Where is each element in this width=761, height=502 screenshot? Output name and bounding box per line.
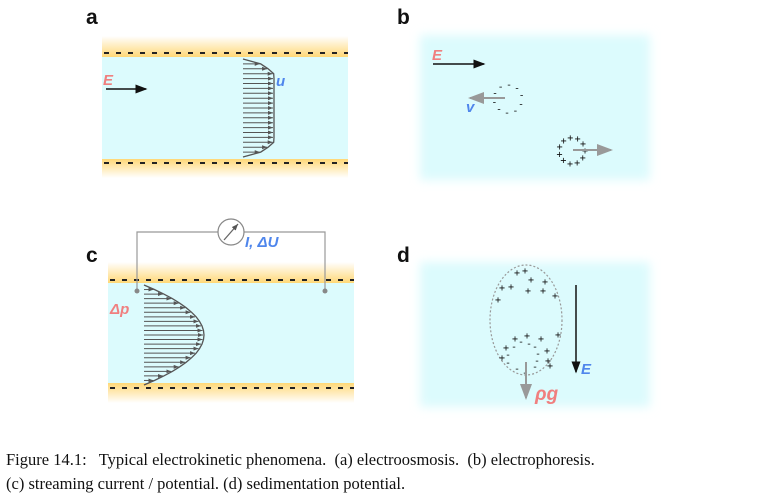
figure-diagram: a E u b E ---------- v +++++++++++ c bbox=[86, 6, 650, 407]
panel-a-label: a bbox=[86, 6, 98, 29]
negative-charge: - bbox=[514, 83, 520, 94]
positive-charge: + bbox=[580, 153, 586, 164]
negative-charge: - bbox=[505, 350, 511, 361]
panel-b-label: b bbox=[397, 6, 410, 29]
fluid-region bbox=[420, 262, 650, 407]
top-wall bbox=[108, 262, 354, 283]
negative-charge: - bbox=[496, 105, 502, 116]
positive-charge: + bbox=[574, 158, 580, 169]
electrode-wire-left bbox=[136, 231, 218, 290]
positive-charge: + bbox=[547, 361, 553, 372]
panel-b: b E ---------- v +++++++++++ bbox=[397, 6, 650, 180]
electrode-left bbox=[134, 288, 140, 294]
channel-fluid bbox=[102, 57, 348, 159]
positive-charge: + bbox=[528, 275, 534, 286]
positive-charge: + bbox=[557, 142, 563, 153]
pressure-label: Δp bbox=[109, 301, 129, 318]
caption-line-1: Figure 14.1: Typical electrokinetic phen… bbox=[6, 450, 595, 469]
fluid-region bbox=[420, 35, 650, 180]
field-label-E: E bbox=[581, 361, 592, 378]
electrode-wire-right bbox=[244, 231, 326, 290]
positive-charge: + bbox=[544, 346, 550, 357]
positive-charge: + bbox=[540, 286, 546, 297]
field-label-E: E bbox=[432, 47, 443, 64]
negative-charge: - bbox=[514, 364, 520, 375]
meter-label: I, ΔU bbox=[245, 234, 280, 251]
positive-charge: + bbox=[567, 159, 573, 170]
bottom-wall bbox=[108, 383, 354, 403]
panel-a: a E u bbox=[86, 6, 348, 178]
positive-charge: + bbox=[508, 282, 514, 293]
negative-charge: - bbox=[491, 97, 497, 108]
negative-charge: - bbox=[526, 339, 532, 350]
positive-charge: + bbox=[545, 356, 551, 367]
negative-charge: - bbox=[498, 82, 504, 93]
field-label-E: E bbox=[103, 72, 114, 89]
poiseuille-flow-profile bbox=[143, 284, 205, 386]
velocity-label-v: v bbox=[466, 99, 476, 116]
positive-charge: + bbox=[512, 334, 518, 345]
bottom-wall bbox=[102, 159, 348, 178]
positive-charge: + bbox=[556, 150, 562, 161]
positive-charge: + bbox=[499, 283, 505, 294]
panel-c: c I, ΔU Δp bbox=[86, 218, 354, 403]
negative-charge: - bbox=[506, 80, 512, 91]
positive-charge: + bbox=[555, 330, 561, 341]
negative-charge: - bbox=[535, 349, 541, 360]
channel-fluid bbox=[108, 283, 354, 383]
negative-charge: - bbox=[511, 342, 517, 353]
positive-charge: + bbox=[514, 268, 520, 279]
electrode-right bbox=[322, 288, 328, 294]
positive-particle: +++++++++++ bbox=[556, 133, 588, 170]
positive-charge: + bbox=[524, 331, 530, 342]
gravity-label: ρg bbox=[534, 384, 559, 405]
velocity-profile-curve bbox=[242, 58, 275, 158]
positive-charge: + bbox=[499, 353, 505, 364]
negative-charge: - bbox=[532, 362, 538, 373]
positive-charge: + bbox=[495, 295, 501, 306]
positive-charge: + bbox=[503, 343, 509, 354]
positive-charge: + bbox=[575, 134, 581, 145]
meter-needle-icon bbox=[223, 223, 239, 241]
figure-caption: Figure 14.1: Typical electrokinetic phen… bbox=[6, 448, 758, 496]
positive-charge: + bbox=[522, 266, 528, 277]
negative-charge: - bbox=[504, 108, 510, 119]
positive-charge: + bbox=[560, 156, 566, 167]
positive-charge: + bbox=[525, 286, 531, 297]
positive-charge: + bbox=[567, 133, 573, 144]
positive-charge: + bbox=[580, 139, 586, 150]
positive-charge: + bbox=[552, 291, 558, 302]
charge-distribution: +++++++++++++++++++----------- bbox=[495, 266, 561, 379]
negative-charge: - bbox=[532, 342, 538, 353]
negative-charge: - bbox=[512, 106, 518, 117]
top-wall bbox=[102, 36, 348, 57]
negative-charge: - bbox=[518, 337, 524, 348]
negative-charge: - bbox=[492, 89, 498, 100]
positive-charge: + bbox=[538, 334, 544, 345]
negative-charge: - bbox=[519, 91, 525, 102]
plug-flow-profile bbox=[242, 58, 275, 158]
caption-line-2: (c) streaming current / potential. (d) s… bbox=[6, 474, 406, 493]
panel-d-label: d bbox=[397, 244, 410, 267]
panel-d: d +++++++++++++++++++----------- ρg E bbox=[397, 244, 650, 407]
panel-c-label: c bbox=[86, 244, 98, 267]
positive-charge: + bbox=[542, 277, 548, 288]
negative-charge: - bbox=[518, 99, 524, 110]
velocity-profile-curve bbox=[143, 284, 205, 386]
negative-particle: ---------- bbox=[491, 80, 524, 119]
velocity-label-u: u bbox=[276, 73, 285, 90]
negative-charge: - bbox=[505, 358, 511, 369]
negative-charge: - bbox=[534, 356, 540, 367]
positive-charge: + bbox=[561, 136, 567, 147]
positive-charge: + bbox=[582, 146, 588, 157]
